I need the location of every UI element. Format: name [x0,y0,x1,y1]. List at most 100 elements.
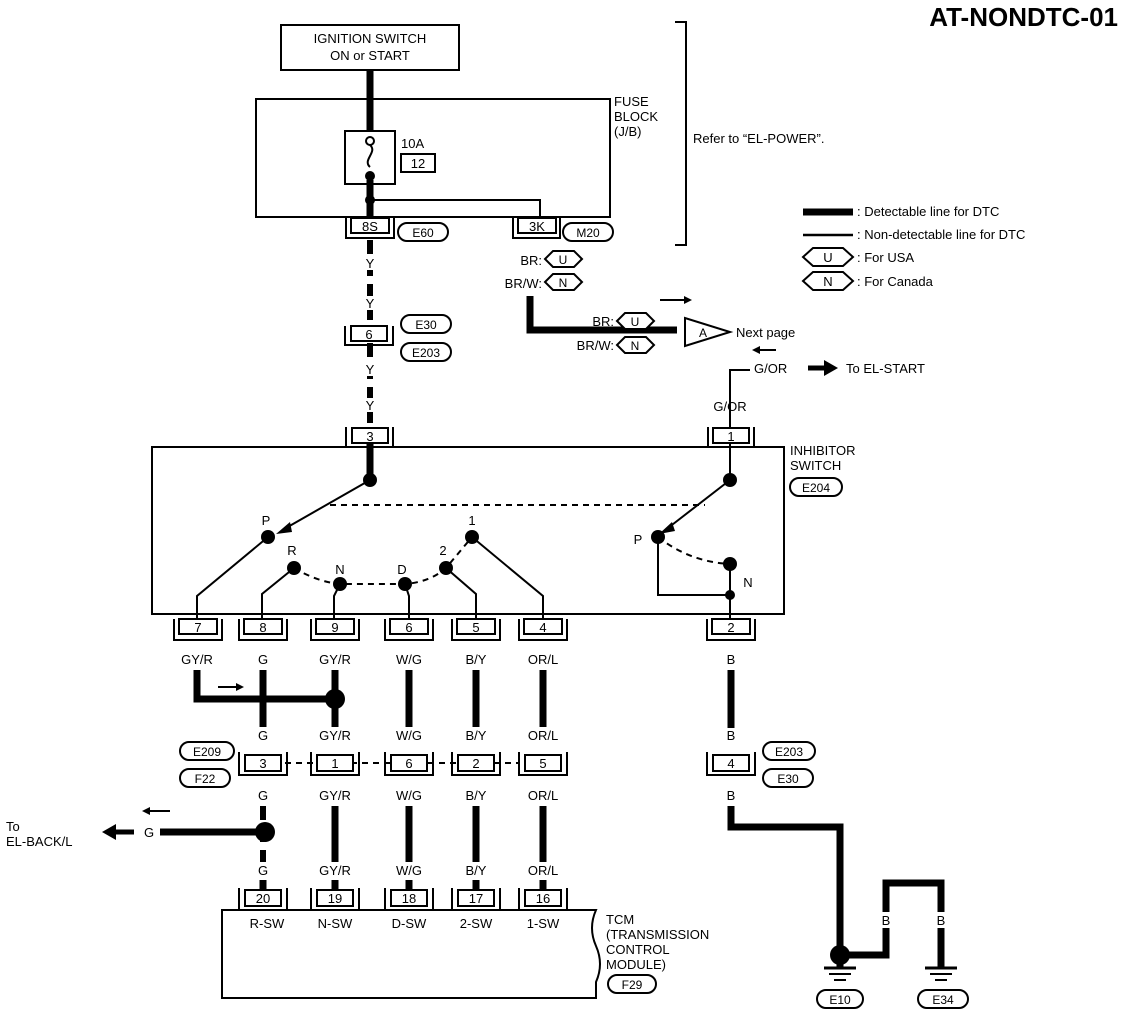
back-lamp-arrowhead [102,824,116,840]
wire-top-g: G [258,652,268,667]
inhibitor-bottom-pins: 7 8 9 6 5 4 2 [173,618,756,641]
fuse-block-label-2: BLOCK [614,109,658,124]
conn-e30-label: E30 [415,318,437,332]
tcm-pin20-label: 20 [256,891,270,906]
wire-b-5: B [937,913,946,928]
tcm-term-2sw: 2-SW [460,916,493,931]
left-wiper-arrowhead [276,522,292,534]
inhibitor-label-2: SWITCH [790,458,841,473]
mid-connector: 3 1 6 2 5 [238,752,568,776]
legend-canada-label: : For Canada [857,274,934,289]
pin7-label: 7 [194,620,201,635]
brw-canada-badge-2 [615,336,656,354]
tcm-term-rsw: R-SW [250,916,285,931]
pos-n2-label: N [743,575,752,590]
pin5-box [456,618,496,635]
lead-p-to-pin7 [196,536,269,621]
pos-p2-label: P [634,532,643,547]
mid-pin2-housing [451,752,501,776]
gor-label-2: G/OR [713,399,746,414]
pin5-housing [451,619,501,641]
wire-top-by: B/Y [466,652,487,667]
tcm-term-1sw: 1-SW [527,916,560,931]
wire-low-g: G [258,788,268,803]
wire-b-3: B [727,788,736,803]
conn-8s-housing [345,217,395,239]
pin8-label: 8 [259,620,266,635]
mid-pin6-box [390,754,428,772]
gor-wire [729,369,750,430]
mid-pin1-box [316,754,354,772]
ignition-switch-state: ON or START [330,48,410,63]
legend-usa-label: : For USA [857,250,914,265]
lead-2-to-pin5 [445,567,477,621]
lead-d-to-pin6 [404,583,410,621]
conn-m20-label: M20 [576,226,600,240]
br-usa-badge-2 [615,312,656,330]
mid-pin2-box [457,754,495,772]
pin3-housing [345,427,394,447]
back-lamp-label-1: To [6,819,20,834]
mid-pin3-housing [238,752,288,776]
pin1-label: 1 [727,429,734,444]
tcm-pins: 20 19 18 17 16 [238,888,568,911]
right-pin4-housing [706,752,756,776]
conn-3k-housing [512,217,561,239]
wire-mid-by: B/Y [466,728,487,743]
tcm-pin18-box [390,889,428,907]
conn-e209-badge [179,741,235,761]
tcm-pin16-box [524,889,562,907]
fuse-number-box [400,153,436,173]
el-start-arrowhead [824,360,838,376]
fuse-rating: 10A [401,136,424,151]
next-page-letter: A [699,326,707,340]
pos-1-label: 1 [468,513,475,528]
conn-8s-pin [350,217,390,234]
y-label-bg-2 [360,296,380,310]
tcm-box [221,909,601,999]
fuse-to-3k-wire [370,199,541,218]
tcm-pin19-box [316,889,354,907]
pin9-box [315,618,355,635]
conn-f22-badge [179,768,231,788]
flow-arrowhead-left-2 [142,807,150,815]
gyr-splice [325,689,345,709]
y-label-1: Y [366,256,375,271]
ground-e34-badge [917,989,969,1009]
mid-pin3-box [244,754,282,772]
pin2-housing [706,619,756,641]
legend-detectable-label: : Detectable line for DTC [857,204,999,219]
mid-pin1-housing [310,752,360,776]
wire-top-wg: W/G [396,652,422,667]
br-label-1: BR: [520,253,542,268]
tcm-label-1: TCM [606,912,634,927]
back-lamp-g-bg [138,824,160,840]
ground-e34-symbol [925,966,957,981]
pin9-housing [310,619,360,641]
refer-el-power: Refer to “EL-POWER”. [693,131,824,146]
tcm-term-nsw: N-SW [318,916,353,931]
fuse-terminal-top [365,136,375,146]
mid-pin6-label: 6 [405,756,412,771]
next-page-arrow [684,316,734,348]
ignition-switch-label: IGNITION SWITCH [314,31,427,46]
conn-6-pin [350,325,388,342]
wire-bot-wg: W/G [396,863,422,878]
mid-pin3-label: 3 [259,756,266,771]
mid-pin2-label: 2 [472,756,479,771]
y-label-2: Y [366,296,375,311]
wire-low-by: B/Y [466,788,487,803]
br-usa-letter-1: U [559,253,568,267]
conn-e209-label: E209 [193,745,221,759]
pin4-label: 4 [539,620,546,635]
wire-low-orl: OR/L [528,788,558,803]
pin8-box [243,618,283,635]
tcm-label-2: (TRANSMISSION [606,927,709,942]
y-label-bg-4 [360,398,380,412]
wire-top-orl: OR/L [528,652,558,667]
wire-bot-g: G [258,863,268,878]
tcm-pin20-box [244,889,282,907]
tcm-code-badge [607,974,657,994]
brw-canada-letter-2: N [631,339,640,353]
b-label-bg-5 [931,912,951,928]
